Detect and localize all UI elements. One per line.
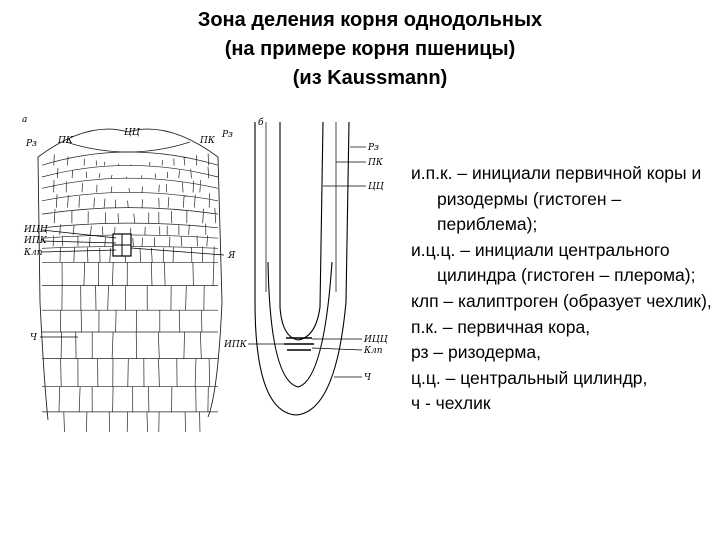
label-b-klp: Клп bbox=[363, 346, 383, 356]
label-b-itsc: ИЦЦ bbox=[363, 335, 388, 345]
label-b-rz: Рз bbox=[367, 143, 379, 153]
panel-b-leaders bbox=[248, 146, 366, 378]
panel-a-leaders bbox=[40, 229, 225, 338]
label-b-pk: ПК bbox=[367, 158, 384, 168]
legend-item-pk: п.к. – первичная кора, bbox=[411, 316, 591, 337]
title-line-3: (из Kaussmann) bbox=[292, 67, 448, 89]
label-b-ch: Ч bbox=[364, 373, 372, 383]
title-line-1: Зона деления корня однодольных bbox=[197, 9, 543, 31]
initials-cluster-detail bbox=[113, 234, 131, 256]
cortex-boundary bbox=[265, 122, 337, 292]
label-a-tsc: ЦЦ bbox=[124, 128, 141, 138]
legend-item-ipk: и.п.к. – инициали первичной коры и ризод… bbox=[411, 163, 702, 235]
panel-a-drawing bbox=[37, 128, 223, 432]
legend-item-tsc: ц.ц. – центральный цилиндр, bbox=[411, 367, 648, 388]
root-outer-contour bbox=[254, 121, 350, 416]
label-a-itsc: ИЦЦ bbox=[23, 225, 49, 235]
label-a-rz: Рз bbox=[25, 139, 37, 149]
label-a-ya: Я bbox=[227, 251, 236, 261]
legend-item-itsc: и.ц.ц. – инициали центрального цилиндра … bbox=[411, 239, 696, 286]
stele-boundary bbox=[279, 121, 324, 341]
panel-a-outline bbox=[37, 128, 223, 421]
panel-b-letter: б bbox=[258, 117, 264, 128]
label-a-pk-left: ПК bbox=[57, 136, 74, 146]
legend: и.п.к. – инициали первичной коры и ризод… bbox=[411, 161, 716, 417]
legend-item-klp: клп – калиптроген (образует чехлик), bbox=[411, 290, 712, 311]
label-a-ch: Ч bbox=[30, 333, 38, 343]
label-a-klp: Клп bbox=[23, 248, 43, 258]
panel-a-cells bbox=[41, 151, 219, 432]
title-line-2: (на примере корня пшеницы) bbox=[224, 38, 516, 60]
panel-a-letter: а bbox=[22, 115, 27, 125]
root-cap-boundary bbox=[267, 261, 333, 388]
meristem-initials bbox=[284, 337, 314, 351]
label-b-ipk: ИПК bbox=[223, 340, 248, 350]
label-a-pk-right: ПК bbox=[199, 136, 216, 146]
legend-item-ch: ч - чехлик bbox=[411, 393, 491, 414]
legend-item-rz: рз – ризодерма, bbox=[411, 342, 542, 363]
panel-a-epidermis-line bbox=[65, 141, 191, 153]
root-section-figure: а Рз ПК ЦЦ ПК Рз ИЦЦ ИПК Клп Я Ч б Рз ПК… bbox=[22, 115, 388, 432]
label-b-tsc: ЦЦ bbox=[368, 182, 385, 192]
panel-a-labels: а Рз ПК ЦЦ ПК Рз ИЦЦ ИПК Клп Я Ч bbox=[22, 115, 236, 343]
panel-b-labels: б Рз ПК ЦЦ ИЦЦ Клп ИПК Ч bbox=[223, 117, 388, 383]
panel-b-drawing bbox=[254, 121, 350, 416]
panel-a-cell-walls bbox=[41, 151, 219, 432]
slide-title: Зона деления корня однодольных (на приме… bbox=[110, 6, 630, 93]
label-a-rz-right: Рз bbox=[221, 130, 233, 140]
label-a-ipk: ИПК bbox=[23, 236, 48, 246]
